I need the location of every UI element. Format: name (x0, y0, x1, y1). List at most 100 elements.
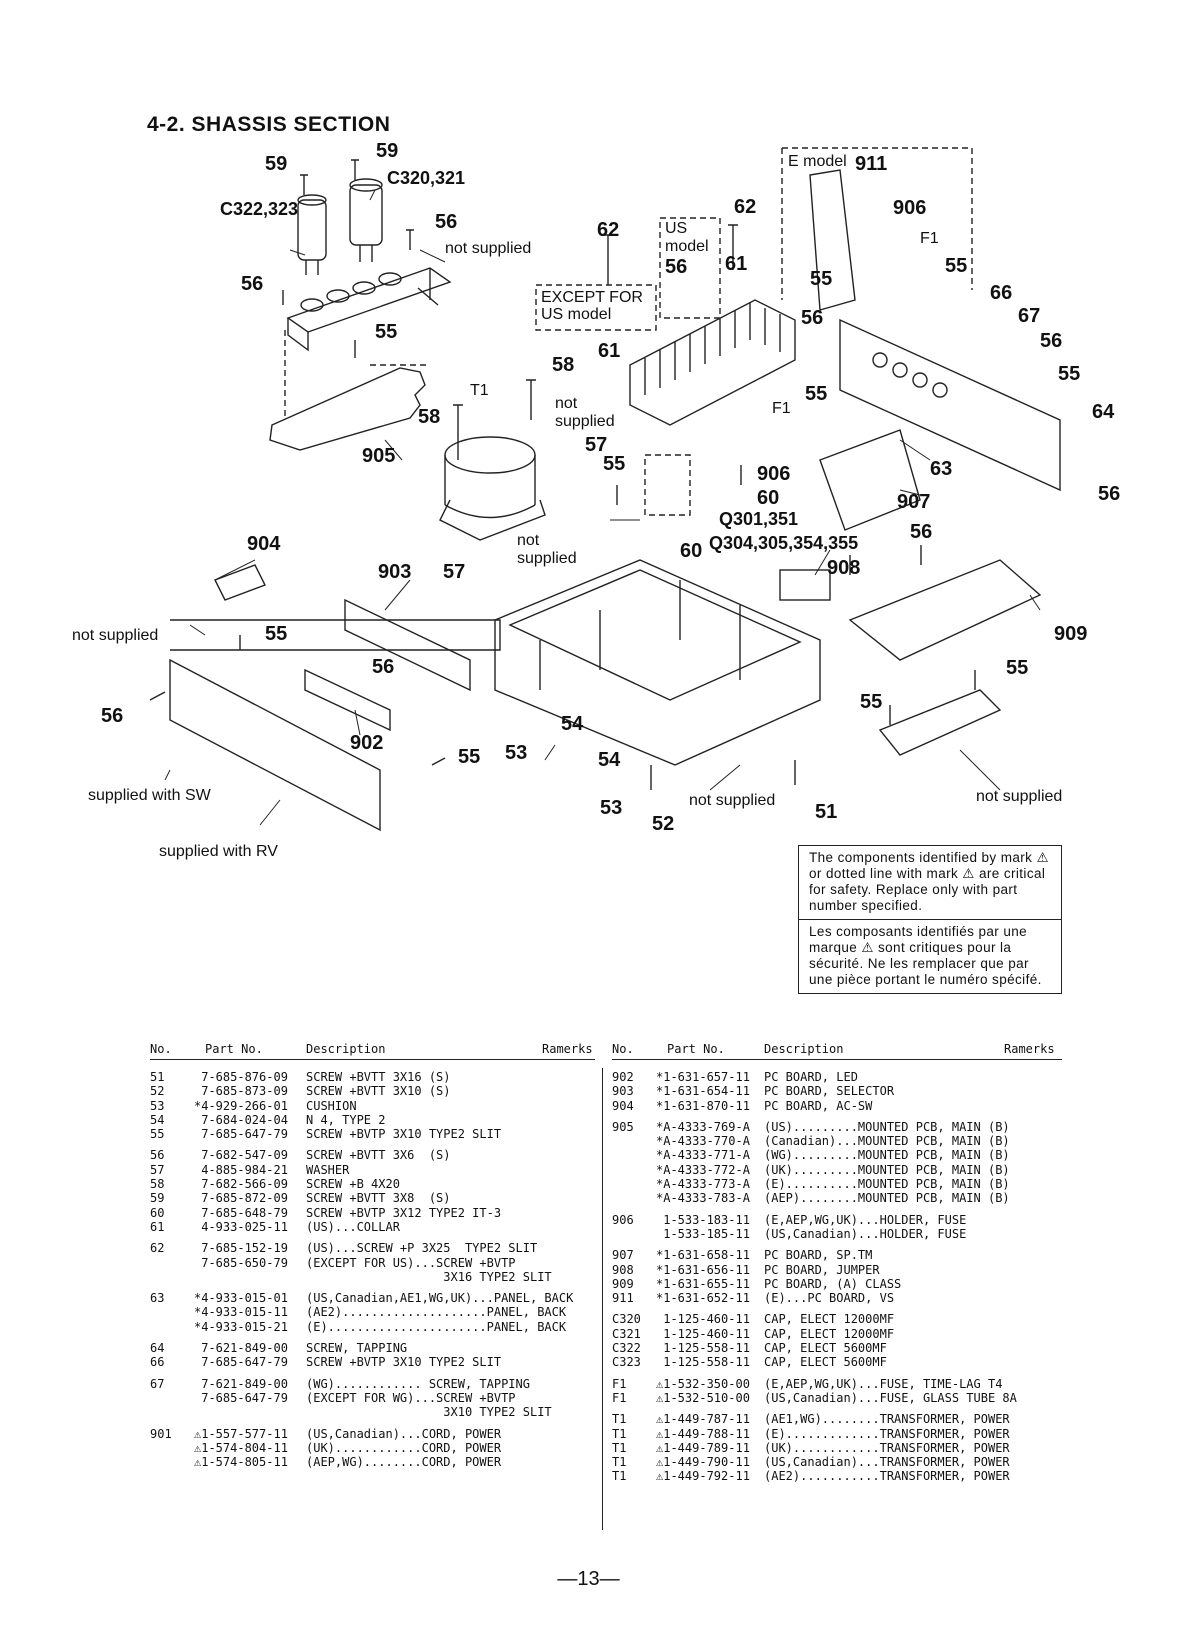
except-us-label: US model (541, 306, 611, 323)
capacitor-c320-drawing (349, 178, 383, 262)
part-ref-no: 58 (150, 1177, 165, 1192)
part-description: (US,Canadian)...HOLDER, FUSE (764, 1226, 967, 1241)
callout-905: 905 (362, 445, 395, 467)
parts-list-right: No. Part No. Description Ramerks 902*1-6… (612, 1042, 1062, 1484)
part-description: SCREW +BVTT 3X6 (S) (306, 1148, 451, 1163)
row-gap (612, 1113, 1062, 1120)
header-part-no: Part No. (667, 1042, 725, 1056)
part-number: *4-933-015-21 (194, 1319, 288, 1334)
heat-sink-drawing (629, 299, 796, 426)
part-description: 3X16 TYPE2 SLIT (306, 1269, 552, 1284)
parts-row: 906 1-533-183-11(E,AEP,WG,UK)...HOLDER, … (612, 1213, 1062, 1227)
back-panel-63-drawing (839, 318, 1061, 492)
part-ref-no: 907 (612, 1248, 634, 1263)
parts-row: ⚠1-574-804-11(UK)............CORD, POWER (150, 1441, 595, 1455)
part-number: *1-631-870-11 (656, 1098, 750, 1113)
section-title: 4-2. SHASSIS SECTION (147, 113, 391, 136)
callout-55: 55 (603, 453, 625, 475)
part-number: ⚠1-574-804-11 (194, 1440, 288, 1455)
parts-row: 7-685-650-79(EXCEPT FOR US)...SCREW +BVT… (150, 1256, 595, 1270)
parts-row: 67 7-621-849-00(WG)............ SCREW, T… (150, 1377, 595, 1391)
part-ref-no: F1 (612, 1376, 627, 1391)
part-number: *1-631-655-11 (656, 1276, 750, 1291)
part-ref-no: C320 (612, 1312, 641, 1327)
e-model-box (781, 147, 973, 300)
exploded-view-diagram: 59 59 C320,321 C322,323 56 not supplied … (72, 140, 1120, 860)
part-ref-no: T1 (612, 1426, 627, 1441)
row-gap (150, 1141, 595, 1148)
part-description: CAP, ELECT 12000MF (764, 1312, 895, 1327)
row-gap (150, 1234, 595, 1241)
transistor-box (644, 454, 691, 516)
part-number: 4-933-025-11 (194, 1219, 288, 1234)
part-description: (UK)............TRANSFORMER, POWER (764, 1440, 1010, 1455)
callout-f1: F1 (920, 230, 939, 247)
part-ref-no: 911 (612, 1291, 634, 1306)
safety-notice-fr: Les composants identifiés par une marque… (799, 919, 1061, 993)
header-description: Description (764, 1042, 844, 1056)
callout-54: 54 (561, 713, 584, 735)
part-ref-no: 902 (612, 1070, 634, 1084)
part-ref-no: 62 (150, 1241, 165, 1256)
part-number: 1-125-460-11 (656, 1312, 750, 1327)
part-ref-no: F1 (612, 1390, 627, 1405)
part-description: CAP, ELECT 5600MF (764, 1355, 887, 1370)
part-description: N 4, TYPE 2 (306, 1112, 386, 1127)
part-description: (WG)............ SCREW, TAPPING (306, 1376, 530, 1391)
part-number: 7-682-547-09 (194, 1148, 288, 1163)
note-not-supplied: not (555, 395, 578, 412)
part-ref-no: 906 (612, 1212, 634, 1227)
part-number: 7-685-650-79 (194, 1255, 288, 1270)
parts-row: *4-933-015-11(AE2)....................PA… (150, 1305, 595, 1319)
part-number: 7-621-849-00 (194, 1341, 288, 1356)
part-number: 1-125-558-11 (656, 1341, 750, 1356)
note-not-supplied: supplied (517, 550, 577, 567)
part-number: ⚠1-574-805-11 (194, 1455, 288, 1470)
note-not-supplied: not supplied (689, 792, 775, 809)
page-number: —13— (557, 1568, 620, 1590)
callout-60: 60 (680, 540, 702, 562)
part-number: 7-682-566-09 (194, 1177, 288, 1192)
bottom-bracket-drawing (878, 689, 1002, 756)
callout-56: 56 (1040, 330, 1062, 352)
part-description: CUSHION (306, 1098, 357, 1113)
callout-908: 908 (827, 557, 860, 579)
part-description: SCREW +BVTP 3X10 TYPE2 SLIT (306, 1355, 502, 1370)
part-description: CAP, ELECT 5600MF (764, 1341, 887, 1356)
callout-63: 63 (930, 458, 952, 480)
part-description: (EXCEPT FOR WG)...SCREW +BVTP (306, 1390, 516, 1405)
parts-row: 905*A-4333-769-A(US).........MOUNTED PCB… (612, 1120, 1062, 1134)
parts-row: *A-4333-783-A(AEP)........MOUNTED PCB, M… (612, 1191, 1062, 1205)
parts-list-header: No. Part No. Description Ramerks (612, 1042, 1062, 1060)
row-gap (150, 1284, 595, 1291)
part-ref-no: 61 (150, 1219, 165, 1234)
parts-row: F1⚠1-532-510-00(US,Canadian)...FUSE, GLA… (612, 1391, 1062, 1405)
callout-57: 57 (585, 434, 607, 456)
parts-row: *A-4333-771-A(WG).........MOUNTED PCB, M… (612, 1148, 1062, 1162)
part-ref-no: 903 (612, 1084, 634, 1099)
part-ref-no: 60 (150, 1205, 165, 1220)
header-no: No. (612, 1042, 634, 1056)
callout-55: 55 (265, 623, 287, 645)
row-gap (612, 1241, 1062, 1248)
callout-55: 55 (1006, 657, 1028, 679)
callout-907: 907 (897, 491, 930, 513)
parts-list-left: No. Part No. Description Ramerks 51 7-68… (150, 1042, 595, 1469)
row-gap (612, 1305, 1062, 1312)
part-number: ⚠1-557-577-11 (194, 1426, 288, 1441)
callout-61: 61 (725, 253, 747, 275)
callout-55: 55 (810, 268, 832, 290)
callout-t1: T1 (470, 382, 489, 399)
safety-notice: The components identified by mark ⚠ or d… (798, 845, 1062, 994)
header-part-no: Part No. (205, 1042, 263, 1056)
part-ref-no: 53 (150, 1098, 165, 1113)
parts-row: *4-933-015-21(E)......................PA… (150, 1320, 595, 1334)
part-ref-no: T1 (612, 1455, 627, 1470)
